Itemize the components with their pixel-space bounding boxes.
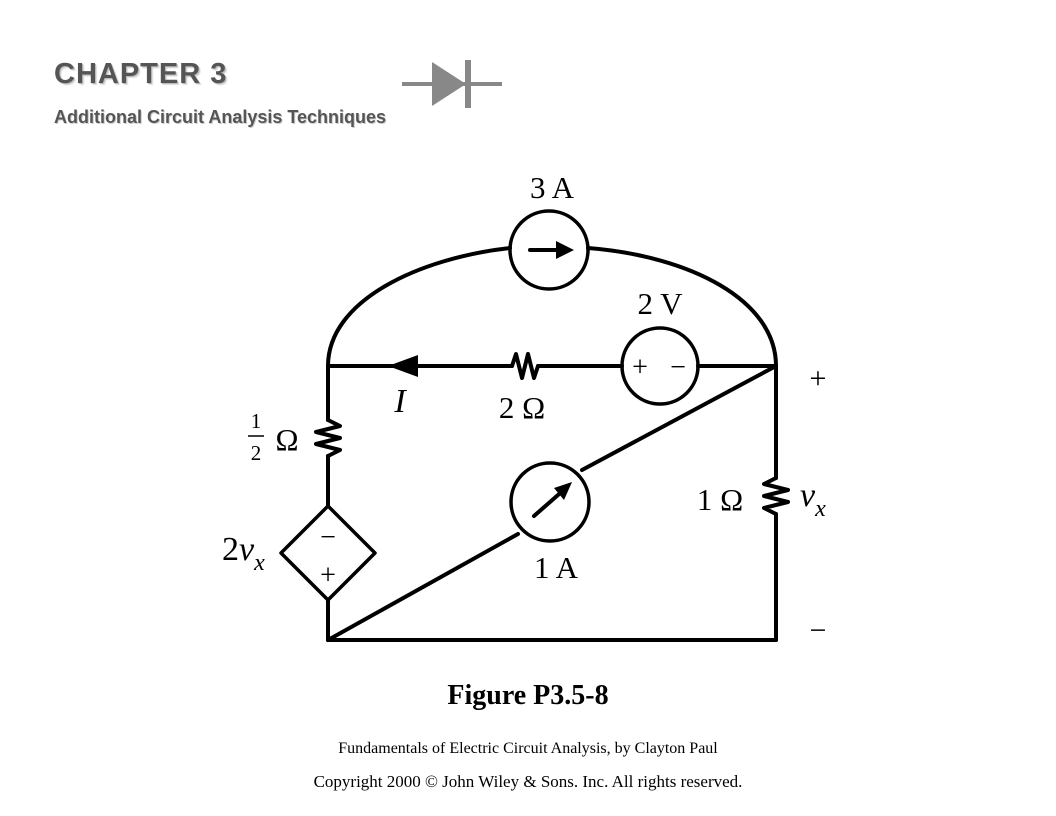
vx-minus: − xyxy=(810,614,827,647)
arrow-diagonal-icon xyxy=(554,482,572,500)
label-1a: 1 A xyxy=(534,550,579,585)
label-half-unit: Ω xyxy=(275,422,298,457)
dep-var: v xyxy=(239,531,255,568)
top-arc-wire xyxy=(326,246,512,368)
diode-icon xyxy=(402,60,502,108)
dependent-voltage-source xyxy=(279,504,377,602)
resistor-1ohm xyxy=(762,476,790,516)
vx-label: vx xyxy=(800,477,826,522)
current-source-1a xyxy=(509,461,591,543)
label-2ohm: 2 Ω xyxy=(499,390,545,425)
copyright-notice: Copyright 2000 © John Wiley & Sons. Inc.… xyxy=(313,772,743,791)
top-arc-wire xyxy=(586,246,778,368)
label-3a: 3 A xyxy=(530,170,575,205)
dep-sub: x xyxy=(253,550,265,576)
dep-plus: + xyxy=(320,560,336,591)
label-1ohm: 1 Ω xyxy=(697,482,743,517)
arrow-right-icon xyxy=(556,241,574,259)
dep-source-label: 2vx xyxy=(222,531,265,576)
chapter-subtitle: Additional Circuit Analysis Techniques xyxy=(54,107,387,127)
label-2v: 2 V xyxy=(637,286,683,321)
voltage-source-2v xyxy=(620,326,700,406)
resistor-2ohm xyxy=(510,352,540,380)
label-current-i: I xyxy=(393,383,407,420)
label-half-denominator: 2 xyxy=(251,441,262,465)
chapter-title: CHAPTER 3 xyxy=(54,58,228,90)
diagonal-wire xyxy=(580,364,778,472)
vx-sub: x xyxy=(814,496,826,522)
book-credit: Fundamentals of Electric Circuit Analysi… xyxy=(338,740,718,757)
dep-coef: 2 xyxy=(222,531,239,568)
diagonal-wire xyxy=(326,532,520,642)
chapter-banner: CHAPTER 3 Additional Circuit Analysis Te… xyxy=(50,40,510,158)
voltage-source-plus: + xyxy=(632,352,648,383)
voltage-source-minus: − xyxy=(670,352,686,383)
dep-minus: − xyxy=(320,522,336,553)
vx-plus: + xyxy=(810,362,827,395)
vx-main: v xyxy=(800,477,816,514)
resistor-half-ohm xyxy=(314,418,342,458)
current-source-3a xyxy=(508,209,590,291)
label-half-numerator: 1 xyxy=(251,409,262,433)
figure-caption: Figure P3.5-8 xyxy=(447,680,609,711)
arrow-left-icon xyxy=(388,355,418,377)
